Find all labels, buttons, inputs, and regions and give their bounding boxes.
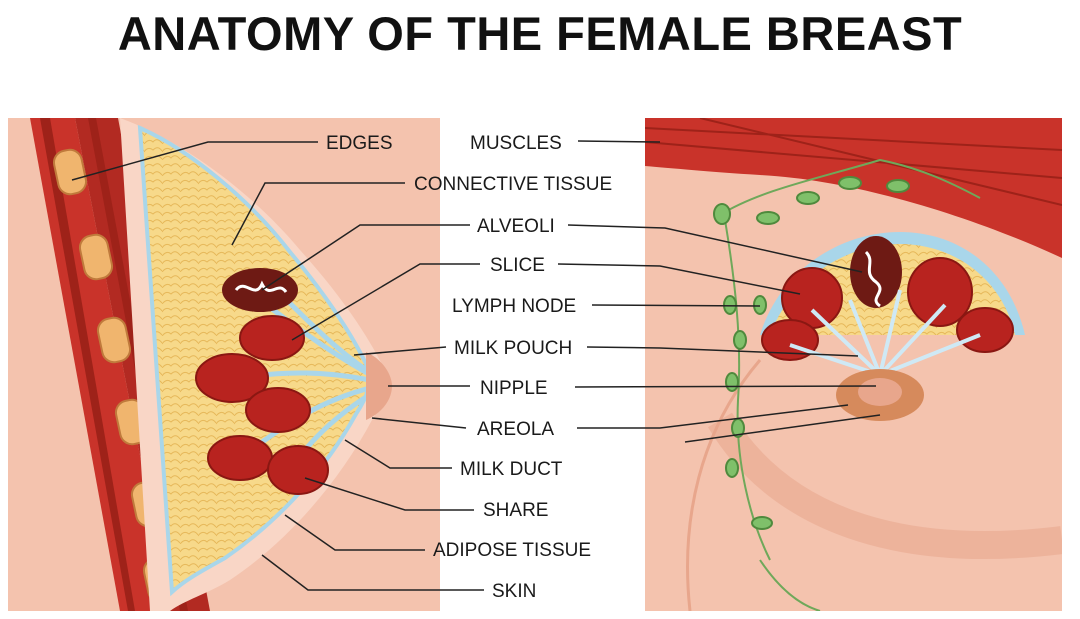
alveoli-front xyxy=(850,236,902,308)
label-muscles: MUSCLES xyxy=(470,133,562,154)
nipple-front xyxy=(858,378,902,406)
leader-lines xyxy=(71,140,881,591)
page-title: ANATOMY OF THE FEMALE BREAST xyxy=(117,7,963,60)
label-areola: AREOLA xyxy=(477,419,554,440)
ducts-front xyxy=(789,289,981,377)
label-milk-duct: MILK DUCT xyxy=(460,459,563,480)
lobules xyxy=(195,315,329,495)
label-adipose-tissue: ADIPOSE TISSUE xyxy=(433,540,591,561)
lobules-front xyxy=(761,257,1014,361)
label-milk-pouch: MILK POUCH xyxy=(454,338,572,359)
label-lymph-node: LYMPH NODE xyxy=(452,296,576,317)
labels: EDGES MUSCLES CONNECTIVE TISSUE ALVEOLI … xyxy=(326,133,612,602)
label-edges: EDGES xyxy=(326,133,393,154)
label-connective-tissue: CONNECTIVE TISSUE xyxy=(414,174,612,195)
nipple-side xyxy=(366,352,392,420)
lymph-vessels xyxy=(719,158,981,611)
side-section xyxy=(8,118,440,611)
lymph-nodes xyxy=(713,176,910,530)
label-skin: SKIN xyxy=(492,581,536,602)
label-nipple: NIPPLE xyxy=(480,378,548,399)
label-share: SHARE xyxy=(483,500,548,521)
pectoral-muscle xyxy=(645,118,1062,258)
label-slice: SLICE xyxy=(490,255,545,276)
alveoli-side xyxy=(222,268,298,312)
label-alveoli: ALVEOLI xyxy=(477,216,555,237)
front-view xyxy=(645,118,1062,611)
